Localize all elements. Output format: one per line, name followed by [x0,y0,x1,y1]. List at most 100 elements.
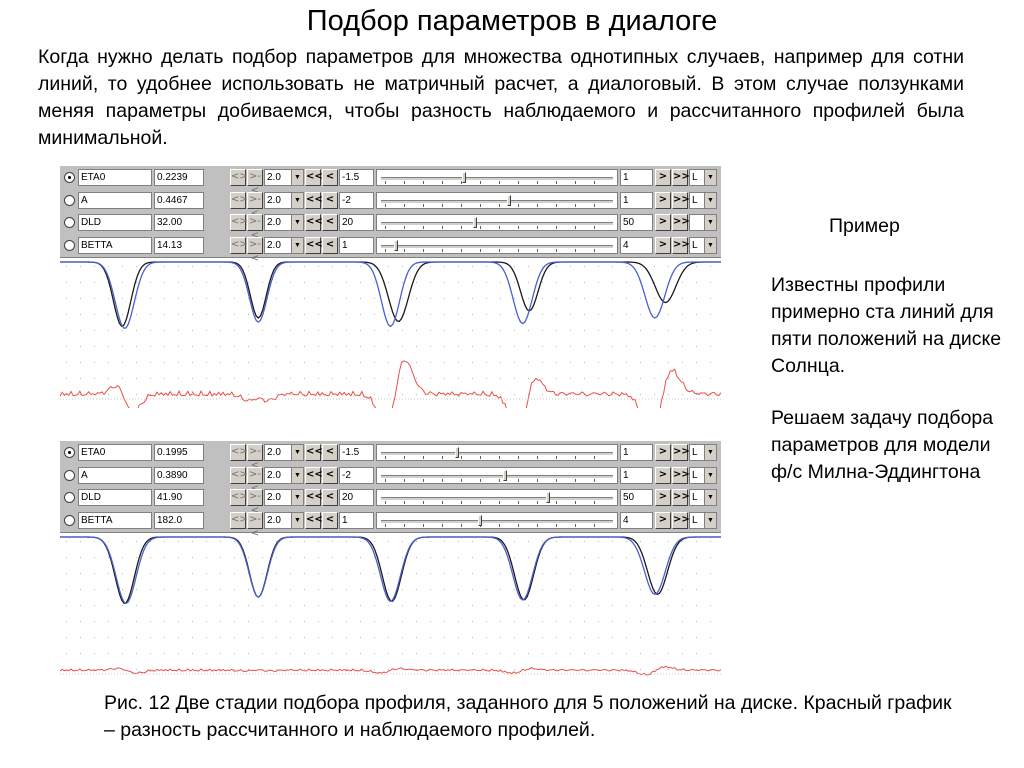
step-increase-button[interactable]: >-< [247,444,263,471]
step-decrease-button[interactable]: <> [230,489,248,506]
param-slider[interactable] [376,489,618,506]
back-button[interactable]: < [322,191,338,209]
param-value-field[interactable]: 32.00 [154,214,204,231]
forward-button[interactable]: > [655,191,671,209]
back-button[interactable]: < [322,169,338,186]
step-increase-button[interactable]: >-< [247,236,263,264]
param-radio[interactable] [64,239,75,251]
step-dropdown[interactable]: 2.0▼ [264,466,304,484]
param-name-field[interactable]: ETA0 [78,169,152,186]
fast-back-button[interactable]: << [305,489,323,506]
param-value-field[interactable]: 14.13 [154,236,204,254]
step-dropdown[interactable]: 2.0▼ [264,169,304,186]
range-max-field[interactable]: 1 [620,466,653,484]
param-slider[interactable] [376,444,618,461]
param-radio[interactable] [64,194,75,206]
fast-back-button[interactable]: << [305,214,323,231]
forward-button[interactable]: > [655,214,671,231]
param-radio[interactable] [64,217,75,228]
param-name-field[interactable]: DLD [78,214,152,231]
slider-thumb[interactable] [473,217,478,228]
fast-back-button[interactable]: << [305,511,323,529]
range-max-field[interactable]: 50 [620,489,653,506]
step-dropdown[interactable]: 2.0▼ [264,489,304,506]
fast-forward-button[interactable]: >> [672,444,690,461]
param-slider[interactable] [376,466,618,484]
step-increase-button[interactable]: >-< [247,466,263,494]
slider-thumb[interactable] [455,447,460,458]
fast-forward-button[interactable]: >> [672,169,690,186]
step-increase-button[interactable]: >-< [247,511,263,539]
param-radio[interactable] [64,514,75,526]
step-decrease-button[interactable]: <> [230,214,248,231]
fast-forward-button[interactable]: >> [672,214,690,231]
range-min-field[interactable]: 20 [339,214,374,231]
step-decrease-button[interactable]: <> [230,466,248,484]
step-dropdown[interactable]: 2.0▼ [264,214,304,231]
slider-thumb[interactable] [394,239,399,251]
param-name-field[interactable]: A [78,466,152,484]
fast-back-button[interactable]: << [305,466,323,484]
param-radio[interactable] [64,172,75,183]
range-min-field[interactable]: 1 [339,511,374,529]
param-name-field[interactable]: BETTA [78,236,152,254]
back-button[interactable]: < [322,214,338,231]
fast-forward-button[interactable]: >> [672,466,690,484]
range-min-field[interactable]: -1.5 [339,169,374,186]
mode-dropdown[interactable]: L▼ [689,489,717,506]
param-value-field[interactable]: 41.90 [154,489,204,506]
param-radio[interactable] [64,492,75,503]
range-max-field[interactable]: 1 [620,191,653,209]
forward-button[interactable]: > [655,511,671,529]
slider-thumb[interactable] [462,172,467,183]
step-increase-button[interactable]: >-< [247,214,263,241]
param-value-field[interactable]: 0.1995 [154,444,204,461]
param-name-field[interactable]: DLD [78,489,152,506]
param-value-field[interactable]: 182.0 [154,511,204,529]
param-slider[interactable] [376,511,618,529]
param-radio[interactable] [64,447,75,458]
range-min-field[interactable]: 20 [339,489,374,506]
param-name-field[interactable]: BETTA [78,511,152,529]
step-decrease-button[interactable]: <> [230,236,248,254]
param-slider[interactable] [376,236,618,254]
param-radio[interactable] [64,469,75,481]
step-dropdown[interactable]: 2.0▼ [264,444,304,461]
forward-button[interactable]: > [655,236,671,254]
fast-back-button[interactable]: << [305,236,323,254]
step-dropdown[interactable]: 2.0▼ [264,236,304,254]
forward-button[interactable]: > [655,466,671,484]
back-button[interactable]: < [322,511,338,529]
mode-dropdown[interactable]: L▼ [689,511,717,529]
param-slider[interactable] [376,169,618,186]
range-max-field[interactable]: 4 [620,236,653,254]
step-dropdown[interactable]: 2.0▼ [264,191,304,209]
mode-dropdown[interactable]: ▼ [689,214,717,231]
step-increase-button[interactable]: >-< [247,169,263,196]
slider-thumb[interactable] [502,469,507,481]
slider-thumb[interactable] [477,514,482,526]
range-min-field[interactable]: -2 [339,191,374,209]
param-name-field[interactable]: ETA0 [78,444,152,461]
slider-thumb[interactable] [507,194,512,206]
mode-dropdown[interactable]: L▼ [689,191,717,209]
slider-thumb[interactable] [545,492,550,503]
mode-dropdown[interactable]: L▼ [689,466,717,484]
fast-back-button[interactable]: << [305,169,323,186]
forward-button[interactable]: > [655,444,671,461]
param-slider[interactable] [376,214,618,231]
fast-forward-button[interactable]: >> [672,236,690,254]
fast-forward-button[interactable]: >> [672,489,690,506]
forward-button[interactable]: > [655,489,671,506]
range-max-field[interactable]: 1 [620,444,653,461]
range-max-field[interactable]: 1 [620,169,653,186]
range-max-field[interactable]: 4 [620,511,653,529]
back-button[interactable]: < [322,466,338,484]
range-min-field[interactable]: -2 [339,466,374,484]
step-dropdown[interactable]: 2.0▼ [264,511,304,529]
step-decrease-button[interactable]: <> [230,511,248,529]
fast-back-button[interactable]: << [305,191,323,209]
step-increase-button[interactable]: >-< [247,489,263,516]
param-value-field[interactable]: 0.4467 [154,191,204,209]
step-increase-button[interactable]: >-< [247,191,263,219]
